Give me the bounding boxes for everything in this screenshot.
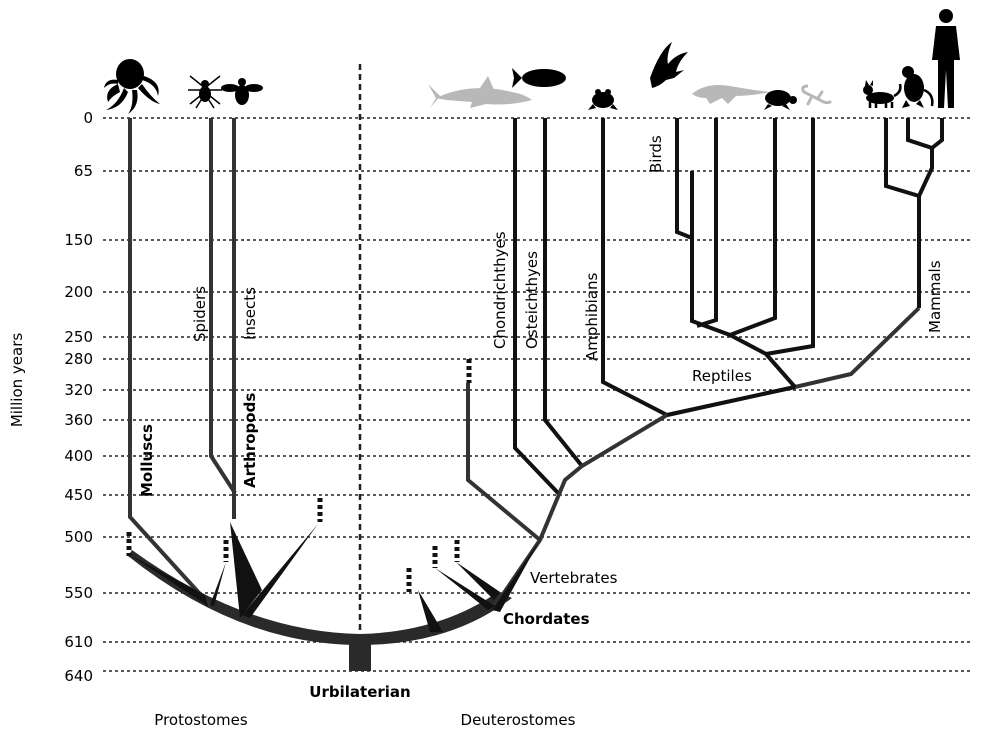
spider-icon [188,76,222,108]
tick-labels: 0 65 150 200 250 280 320 360 400 450 500… [64,109,93,685]
fish-icon [512,68,566,88]
deuterostome-wedge-1 [418,590,443,632]
lizard-icon [803,86,830,104]
label-urbilaterian: Urbilaterian [309,683,410,701]
tick-250: 250 [64,328,93,346]
label-insects: Insects [241,287,259,340]
tick-610: 610 [64,633,93,651]
tick-280: 280 [64,350,93,368]
label-vertebrates: Vertebrates [530,569,618,587]
turtle-branch [730,118,775,335]
protostome-wedge-1 [210,562,226,606]
protostome-wedge-2 [242,524,318,618]
root-arc [128,550,512,645]
monkey-branch [908,118,932,196]
human-icon [932,9,960,108]
tick-360: 360 [64,411,93,429]
tick-550: 550 [64,584,93,602]
osteichthyes-branch [545,118,582,466]
eagle-icon [650,42,688,88]
label-protostomes: Protostomes [154,711,248,729]
mollusc-branch [130,118,210,605]
octopus-icon [104,59,160,114]
tick-65: 65 [74,162,93,180]
bee-icon [221,78,263,105]
label-mammals: Mammals [926,260,944,333]
deuterostome-wedge-3 [456,562,500,600]
bird-branch [677,118,692,238]
cat-icon [863,80,900,108]
cat-branch [886,118,919,308]
label-birds: Birds [647,135,665,173]
tick-640: 640 [64,667,93,685]
crocodile-icon [692,85,770,104]
tick-320: 320 [64,381,93,399]
label-arthropods: Arthropods [241,393,259,488]
axis-title: Million years [8,333,26,428]
frog-icon [588,89,618,110]
tick-400: 400 [64,447,93,465]
label-chordates: Chordates [503,610,590,628]
label-spiders: Spiders [191,286,209,342]
monkey-icon [902,66,932,108]
label-osteichthyes: Osteichthyes [523,251,541,349]
label-amphibians: Amphibians [583,273,601,361]
crocodile-branch [697,118,716,326]
tick-200: 200 [64,283,93,301]
spider-branch [211,118,235,493]
label-reptiles: Reptiles [692,367,752,385]
tick-500: 500 [64,528,93,546]
tick-150: 150 [64,231,93,249]
label-deuterostomes: Deuterostomes [461,711,576,729]
deuterostome-branches [468,118,942,606]
tick-0: 0 [83,109,93,127]
reptile-stem [692,171,795,387]
tick-450: 450 [64,486,93,504]
label-chondrichthyes: Chondrichthyes [491,231,509,349]
human-branch [932,118,942,148]
reptile-mammal-stem [667,387,795,415]
urbilaterian-stem [349,641,371,671]
label-molluscs: Molluscs [138,424,156,497]
turtle-icon [764,90,797,110]
vertebrate-backbone [495,308,919,606]
